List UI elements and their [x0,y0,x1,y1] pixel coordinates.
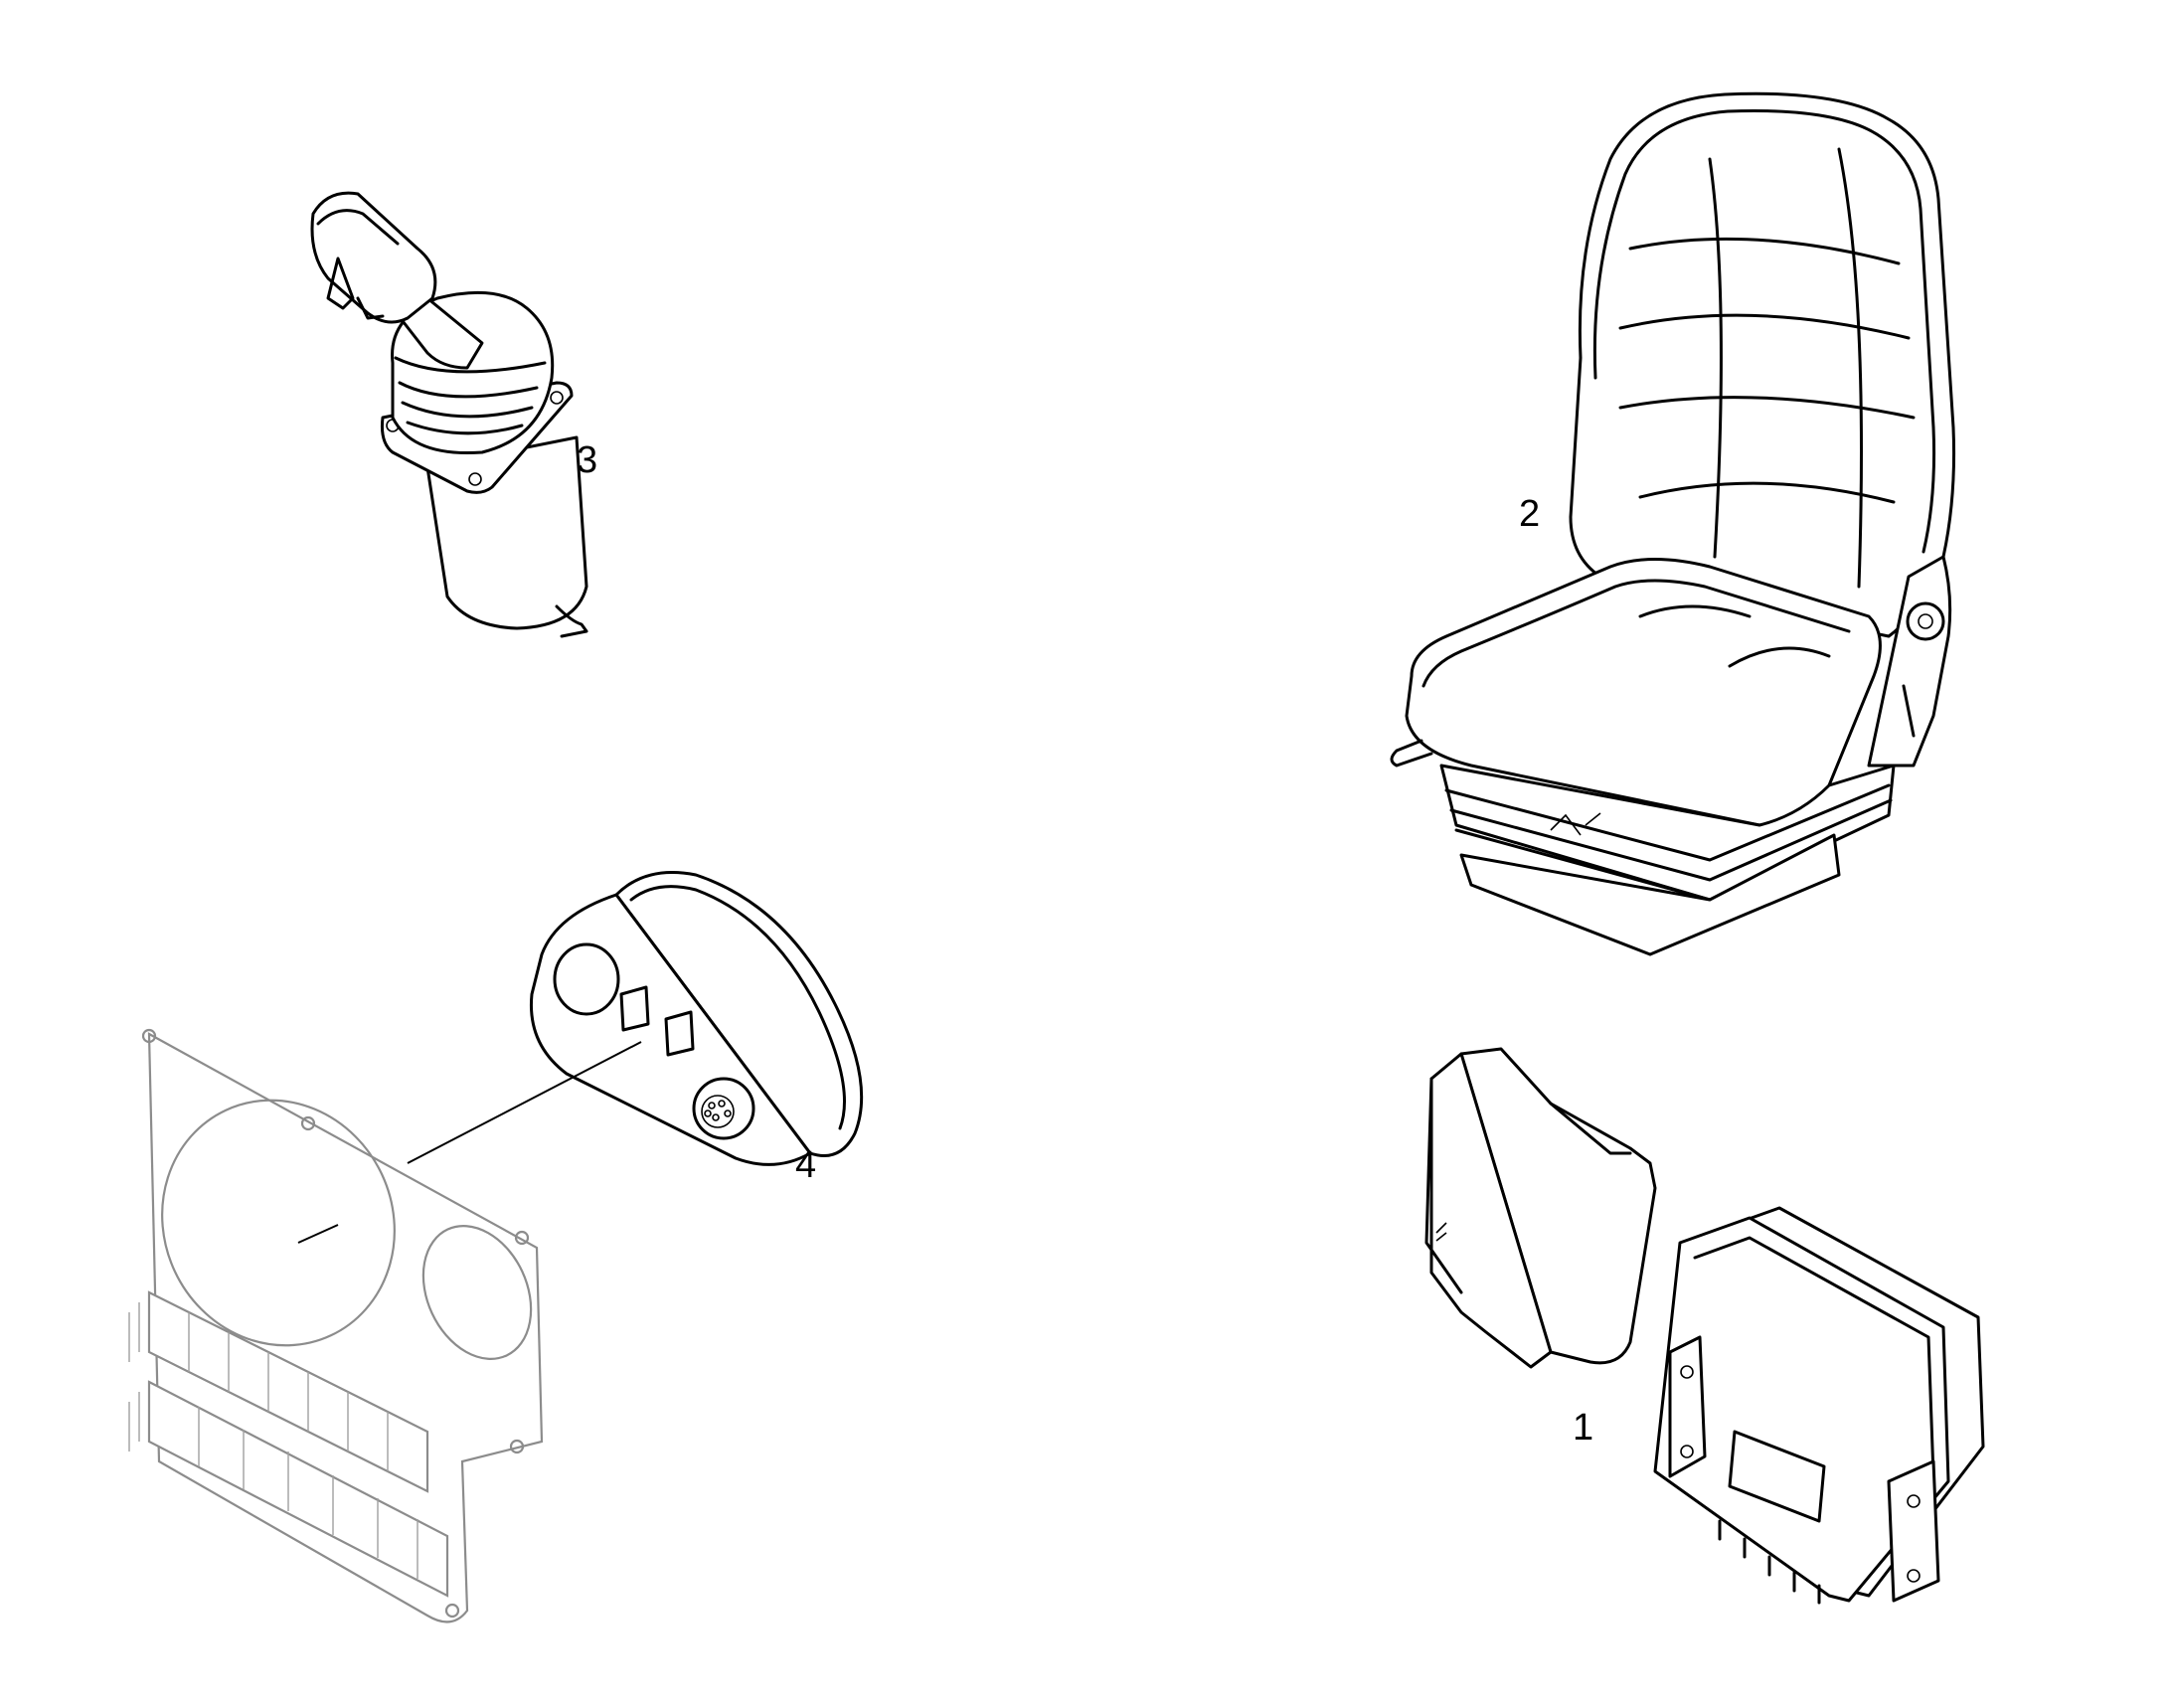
ecu-part [1424,1047,1985,1605]
callout-ecu: 1 [1573,1407,1594,1449]
callout-seat: 2 [1519,493,1541,535]
leader-line [297,1041,642,1244]
joystick-part [310,191,588,638]
callout-joystick: 3 [577,439,598,481]
dash-panel-part [128,1028,544,1623]
instrument-cluster-part [529,871,864,1166]
callout-instrument: 4 [795,1144,817,1186]
seat-part [1390,91,1956,956]
